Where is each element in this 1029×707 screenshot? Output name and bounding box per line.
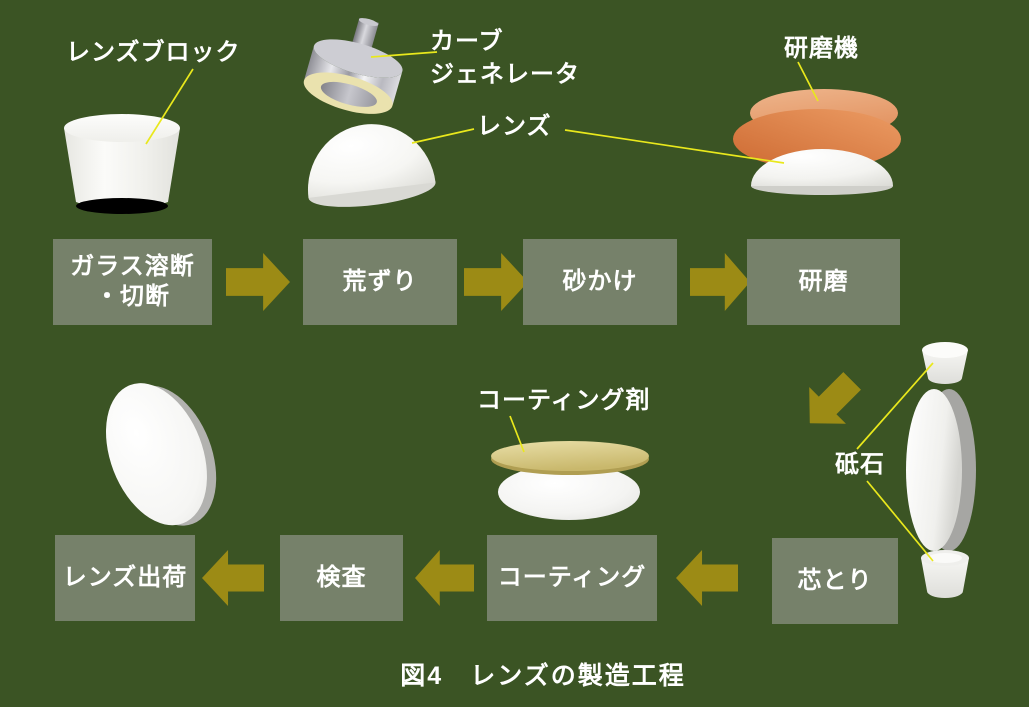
polished-lens-3d-icon	[749, 147, 897, 197]
process-step-label: ・切断	[95, 283, 170, 310]
flow-arrow-left-icon	[676, 550, 738, 606]
flow-arrow-right-icon	[464, 253, 528, 311]
process-step-label: ガラス溶断	[70, 253, 195, 280]
process-step-rough-grinding: 荒ずり	[303, 239, 457, 325]
flow-arrow-right-icon	[226, 253, 290, 311]
process-step-glass-cutting: ガラス溶断 ・切断	[53, 239, 212, 325]
lens-block-3d-icon	[63, 111, 181, 217]
flow-arrow-left-icon	[202, 550, 264, 606]
label-lens-block: レンズブロック	[66, 39, 241, 66]
process-step-label: 芯とり	[797, 567, 873, 594]
process-step-label: 検査	[316, 564, 367, 591]
curve-generator-3d-icon	[299, 18, 409, 128]
process-step-coating: コーティング	[487, 535, 657, 621]
process-step-inspection: 検査	[280, 535, 403, 621]
process-step-centering: 芯とり	[772, 538, 898, 624]
label-curve-generator-line2: ジェネレータ	[430, 61, 580, 88]
flow-arrow-down-left-icon	[791, 362, 870, 441]
grindstone-top-3d-icon	[920, 341, 970, 387]
process-step-label: コーティング	[497, 564, 647, 591]
grindstone-bottom-3d-icon	[918, 548, 972, 600]
flow-arrow-right-icon	[690, 253, 750, 311]
process-step-polishing: 研磨	[747, 239, 900, 325]
coating-lens-3d-icon	[489, 430, 657, 524]
process-step-sanding: 砂かけ	[523, 239, 677, 325]
label-curve-generator-line1: カーブ	[430, 28, 504, 55]
label-polishing-machine: 研磨機	[784, 35, 859, 62]
vertical-lens-3d-icon	[902, 386, 980, 554]
process-step-label: 荒ずり	[342, 268, 418, 295]
process-step-label: 研磨	[798, 268, 849, 295]
lens-dome-3d-icon	[306, 110, 440, 212]
process-step-label: レンズ出荷	[62, 564, 188, 591]
label-lens: レンズ	[477, 113, 552, 140]
label-curve-generator: カーブ ジェネレータ	[430, 25, 580, 91]
label-coating-agent: コーティング剤	[477, 387, 651, 414]
process-step-shipping: レンズ出荷	[55, 535, 195, 621]
flow-arrow-left-icon	[415, 550, 474, 606]
figure-caption: 図4 レンズの製造工程	[400, 662, 686, 690]
label-grindstone: 砥石	[835, 451, 885, 478]
finished-lens-3d-icon	[94, 376, 226, 534]
process-step-label: 砂かけ	[562, 268, 638, 295]
